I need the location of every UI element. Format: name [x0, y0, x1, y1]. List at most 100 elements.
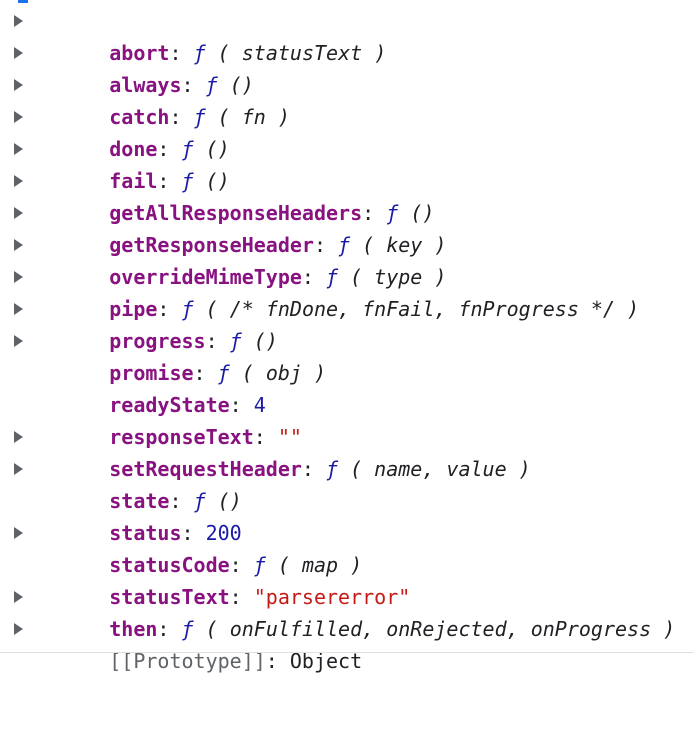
property-row-prototype[interactable]: [[Prototype]]: Object [0, 613, 694, 673]
colon: : [157, 617, 170, 641]
triangle-right-icon[interactable] [14, 303, 23, 315]
property-key: setRequestHeader [109, 457, 302, 481]
property-row-catch[interactable]: catch: ƒ ( fn ) [0, 69, 694, 129]
object-property-list: abort: ƒ ( statusText ) always: ƒ () cat… [0, 5, 694, 673]
colon: : [229, 585, 242, 609]
property-key: status [109, 521, 182, 545]
property-key: then [109, 617, 158, 641]
triangle-right-icon[interactable] [14, 175, 23, 187]
colon: : [181, 521, 194, 545]
property-row-fail[interactable]: fail: ƒ () [0, 133, 694, 193]
function-signature: ( statusText ) [217, 41, 387, 65]
function-signature: () [205, 169, 230, 193]
function-marker: ƒ [193, 105, 206, 129]
function-marker: ƒ [181, 617, 194, 641]
colon: : [301, 457, 314, 481]
colon: : [169, 41, 182, 65]
property-row-getresponseheader[interactable]: getResponseHeader: ƒ ( key ) [0, 197, 694, 257]
top-edge [0, 0, 694, 4]
property-row-progress[interactable]: progress: ƒ () [0, 293, 694, 353]
property-row-pipe[interactable]: pipe: ƒ ( /* fnDone, fnFail, fnProgress … [0, 261, 694, 321]
function-marker: ƒ [217, 361, 230, 385]
function-marker: ƒ [253, 553, 266, 577]
property-row-always[interactable]: always: ƒ () [0, 37, 694, 97]
colon: : [253, 425, 266, 449]
colon: : [362, 201, 375, 225]
divider [0, 652, 694, 653]
colon: : [229, 553, 242, 577]
function-marker: ƒ [229, 329, 242, 353]
property-row-then[interactable]: then: ƒ ( onFulfilled, onRejected, onPro… [0, 581, 694, 641]
function-signature: () [253, 329, 278, 353]
triangle-right-icon[interactable] [14, 623, 23, 635]
colon: : [169, 489, 182, 513]
property-key: readyState [109, 393, 230, 417]
function-marker: ƒ [181, 297, 194, 321]
property-key: statusText [109, 585, 230, 609]
property-key: always [109, 73, 182, 97]
colon: : [313, 233, 326, 257]
function-signature: ( name, value ) [350, 457, 531, 481]
triangle-right-icon[interactable] [14, 431, 23, 443]
triangle-right-icon[interactable] [14, 591, 23, 603]
property-key: getResponseHeader [109, 233, 314, 257]
string-value: "parsererror" [253, 585, 411, 609]
function-signature: ( obj ) [241, 361, 327, 385]
property-key: statusCode [109, 553, 230, 577]
number-value: 4 [253, 393, 266, 417]
property-row-setrequestheader[interactable]: setRequestHeader: ƒ ( name, value ) [0, 421, 694, 481]
property-key: promise [109, 361, 194, 385]
property-row-statustext: statusText: "parsererror" [0, 549, 694, 609]
property-key: pipe [109, 297, 158, 321]
function-marker: ƒ [386, 201, 399, 225]
triangle-right-icon[interactable] [14, 207, 23, 219]
triangle-right-icon[interactable] [14, 271, 23, 283]
triangle-right-icon[interactable] [14, 47, 23, 59]
colon: : [301, 265, 314, 289]
function-signature: ( key ) [362, 233, 447, 257]
function-marker: ƒ [193, 41, 206, 65]
property-row-status: status: 200 [0, 485, 694, 545]
property-row-done[interactable]: done: ƒ () [0, 101, 694, 161]
function-signature: ( fn ) [217, 105, 290, 129]
triangle-right-icon[interactable] [14, 239, 23, 251]
function-marker: ƒ [326, 265, 339, 289]
property-row-overridemimetype[interactable]: overrideMimeType: ƒ ( type ) [0, 229, 694, 289]
property-key: getAllResponseHeaders [109, 201, 363, 225]
property-row-statuscode[interactable]: statusCode: ƒ ( map ) [0, 517, 694, 577]
property-key: done [109, 137, 158, 161]
function-marker: ƒ [181, 137, 194, 161]
property-key: abort [109, 41, 170, 65]
colon: : [181, 73, 194, 97]
string-value: "" [277, 425, 302, 449]
triangle-right-icon[interactable] [14, 143, 23, 155]
colon: : [157, 137, 170, 161]
number-value: 200 [205, 521, 242, 545]
property-row-state[interactable]: state: ƒ () [0, 453, 694, 513]
property-row-abort[interactable]: abort: ƒ ( statusText ) [0, 5, 694, 65]
property-key: catch [109, 105, 170, 129]
function-signature: () [410, 201, 435, 225]
function-marker: ƒ [193, 489, 206, 513]
property-key: progress [109, 329, 206, 353]
colon: : [193, 361, 206, 385]
property-key: state [109, 489, 170, 513]
triangle-right-icon[interactable] [14, 335, 23, 347]
colon: : [205, 329, 218, 353]
colon: : [157, 169, 170, 193]
property-key: responseText [109, 425, 254, 449]
triangle-right-icon[interactable] [14, 79, 23, 91]
function-marker: ƒ [338, 233, 351, 257]
function-signature: () [229, 73, 254, 97]
function-signature: ( type ) [350, 265, 447, 289]
triangle-right-icon[interactable] [14, 527, 23, 539]
property-row-promise[interactable]: promise: ƒ ( obj ) [0, 325, 694, 385]
function-signature: () [217, 489, 242, 513]
colon: : [169, 105, 182, 129]
property-row-getallresponseheaders[interactable]: getAllResponseHeaders: ƒ () [0, 165, 694, 225]
triangle-right-icon[interactable] [14, 15, 23, 27]
triangle-right-icon[interactable] [14, 463, 23, 475]
property-key: fail [109, 169, 158, 193]
triangle-right-icon[interactable] [14, 111, 23, 123]
colon: : [229, 393, 242, 417]
